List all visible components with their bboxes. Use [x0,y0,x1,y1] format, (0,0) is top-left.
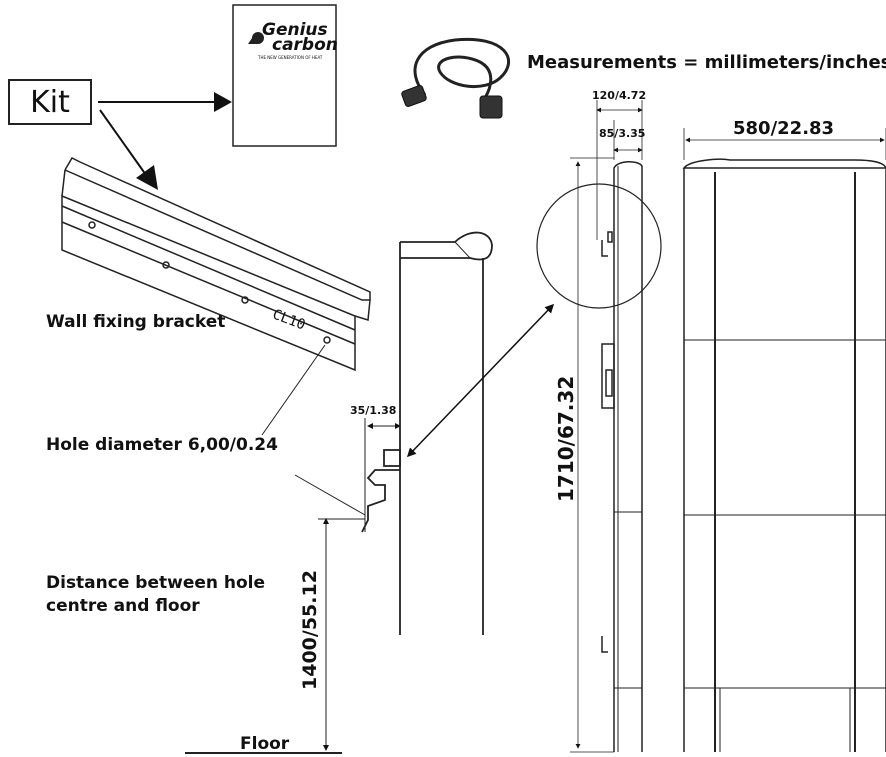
hole-height-dimension [185,518,365,754]
bracket-label: Wall fixing bracket [46,312,226,332]
booklet-brand-2: carbon [272,35,338,55]
wall-bracket-drawing [61,157,371,372]
floor-label: Floor [240,734,290,754]
front-view-drawing [682,128,886,752]
booklet-tagline: THE NEW GENERATION OF HEAT [258,55,323,60]
measurements-note: Measurements = millimeters/inches [527,52,886,73]
side-profile-drawing [570,100,643,753]
distance-label-2: centre and floor [46,596,200,616]
kit-arrows [98,92,232,190]
detail-arrow [406,303,555,458]
total-height-dimension: 1710/67.32 [554,375,578,502]
depth-inner-dimension: 85/3.35 [599,127,646,140]
width-dimension: 580/22.83 [733,118,835,139]
side-view-drawing [361,231,493,635]
manual-booklet [232,4,337,147]
power-cable-icon [401,37,511,119]
depth-outer-dimension: 120/4.72 [592,89,647,102]
hole-height-dimension-label: 1400/55.12 [299,570,321,690]
distance-label-1: Distance between hole [46,573,266,593]
detail-circle [536,183,662,309]
bracket-offset-dimension: 35/1.38 [350,404,397,417]
booklet-brand-1: Genius [262,20,328,40]
hole-diameter-label: Hole diameter 6,00/0.24 [46,435,278,455]
kit-label: Kit [8,79,92,125]
